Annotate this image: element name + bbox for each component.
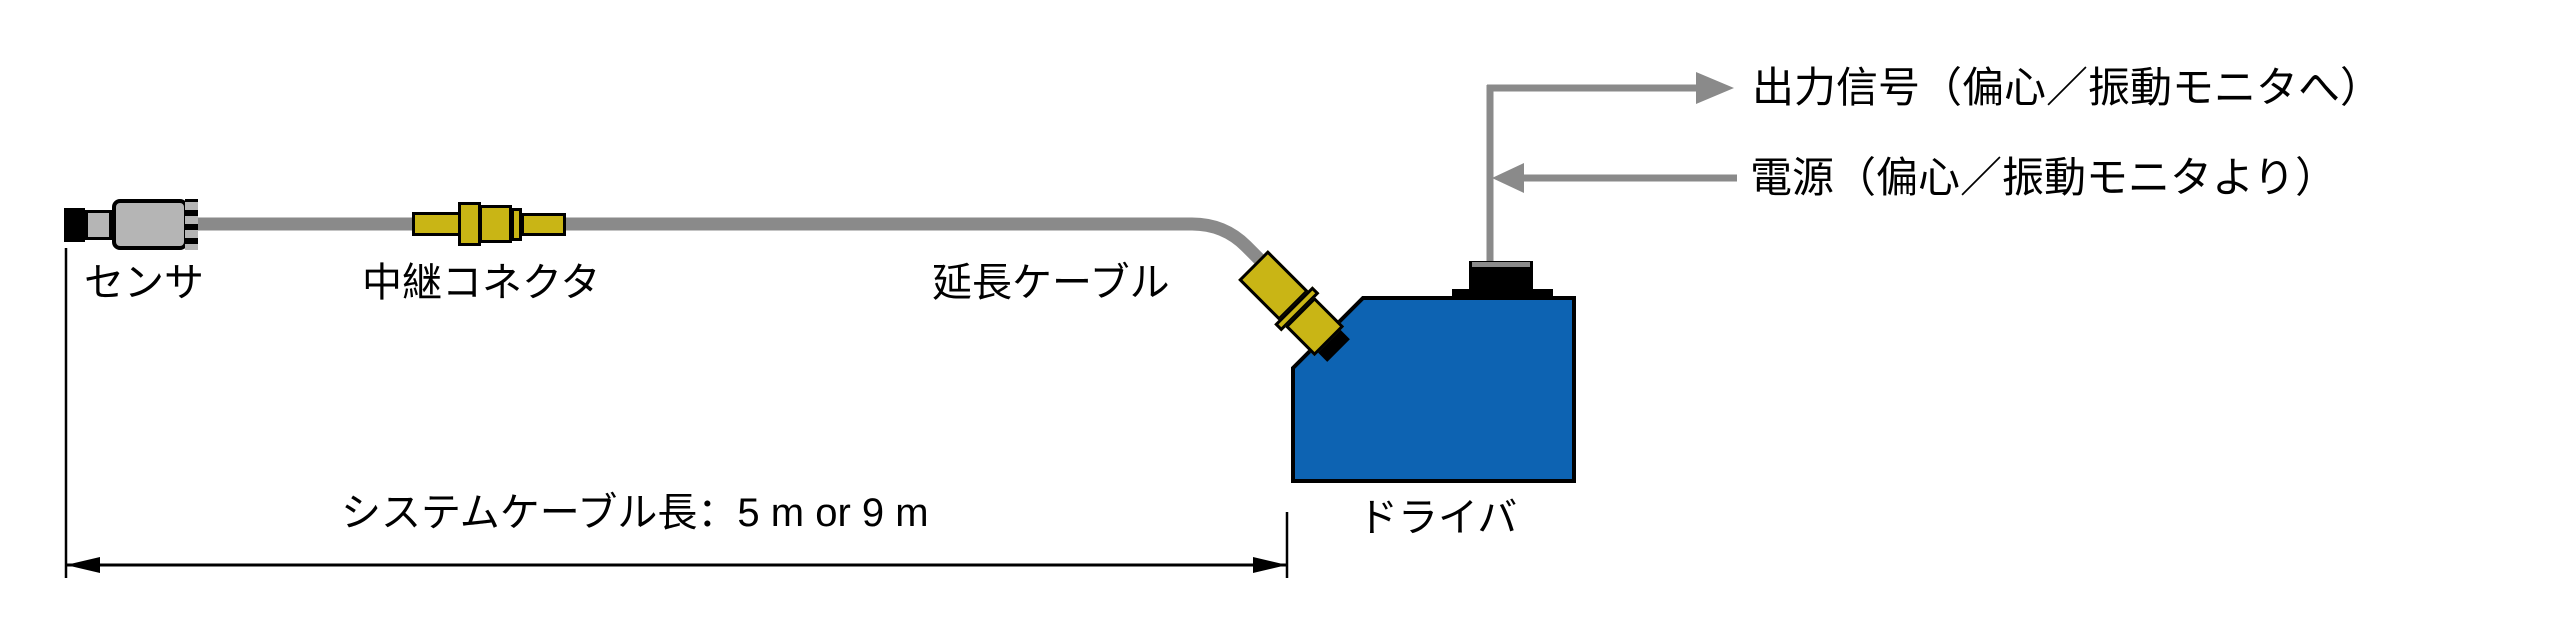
driver-label: ドライバ: [1358, 496, 1518, 540]
relay-connector-barrel-left: [412, 212, 462, 236]
sensor-neck: [85, 210, 112, 240]
relay-connector-ring: [511, 208, 522, 241]
relay-connector-label: 中継コネクタ: [362, 261, 601, 305]
relay-connector-body: [479, 205, 512, 243]
relay-connector-barrel-right: [521, 213, 566, 236]
power-arrowhead: [1492, 163, 1524, 193]
cable-length-label: システムケーブル長：5 m or 9 m: [341, 491, 929, 535]
extension-cable-label: 延長ケーブル: [932, 261, 1170, 305]
relay-connector-flange: [458, 202, 481, 246]
output-signal-arrowhead: [1696, 72, 1734, 104]
output-signal-label: 出力信号（偏心／振動モニタへ）: [1752, 64, 2383, 111]
sensor-label: センサ: [84, 261, 204, 305]
driver-terminal-base: [1452, 289, 1553, 300]
dimension-arrowhead-right: [1253, 557, 1287, 573]
sensor-ridge: [185, 199, 198, 250]
sensor-body: [112, 199, 188, 250]
driver-terminal-highlight: [1472, 262, 1530, 267]
sensor-tip: [64, 208, 85, 242]
dimension-arrowhead-left: [66, 557, 100, 573]
driver-body: [1291, 296, 1576, 483]
system-cable: [198, 217, 1283, 283]
power-label: 電源（偏心／振動モニタより）: [1750, 154, 2338, 201]
